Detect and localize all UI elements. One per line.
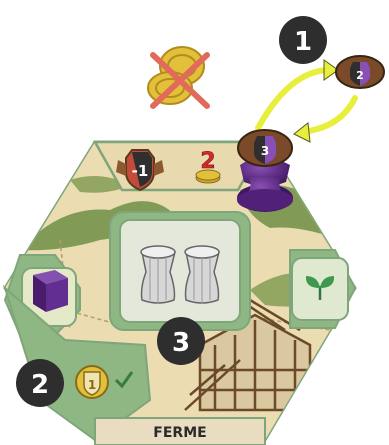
tile-name: FERME	[153, 425, 206, 441]
track-current-value: 3	[261, 144, 269, 158]
purple-cube-icon	[33, 270, 68, 312]
center-slot	[110, 212, 250, 330]
step-2-label: 2	[31, 370, 49, 400]
right-slot	[290, 250, 355, 328]
coin-count: 2	[200, 149, 215, 174]
step-1-label: 1	[294, 27, 312, 57]
arrow-head-left	[294, 123, 310, 142]
cost-value: -1	[132, 162, 149, 180]
reward-value: 1	[88, 378, 96, 392]
step-3-label: 3	[172, 328, 190, 358]
crossed-coins-icon	[148, 47, 207, 106]
track-next-value: 2	[356, 69, 364, 82]
